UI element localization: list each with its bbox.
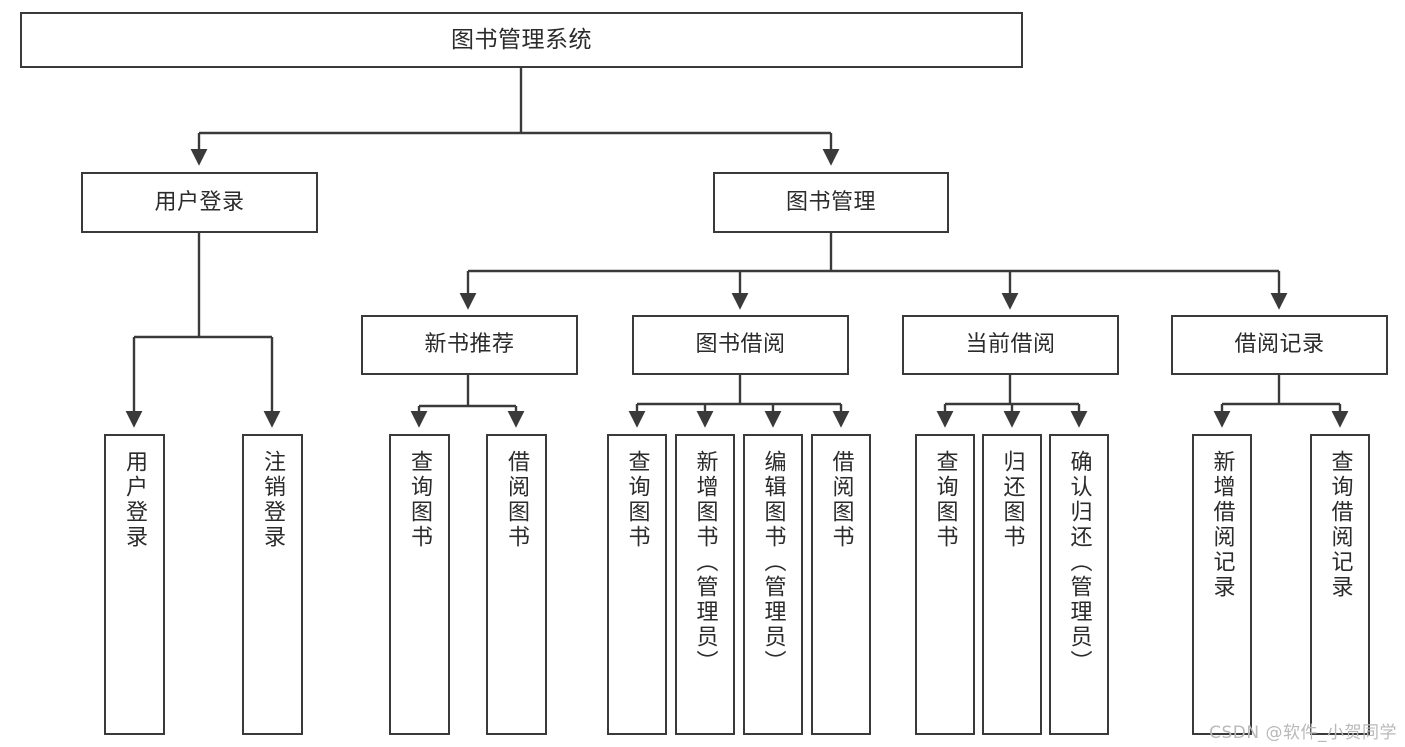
node-label: 新书推荐 [424, 332, 515, 357]
leaf-user-login[interactable]: 用户登录 [104, 434, 165, 735]
node-borrow-record[interactable]: 借阅记录 [1171, 315, 1388, 375]
node-label: 查询图书 [932, 450, 958, 550]
node-label: 借阅记录 [1234, 332, 1325, 357]
node-label: 注销登录 [260, 450, 286, 550]
node-label: 新增借阅记录 [1209, 450, 1235, 600]
leaf-current-return-book[interactable]: 归还图书 [982, 434, 1042, 735]
node-current-borrow[interactable]: 当前借阅 [902, 315, 1119, 375]
node-label: 编辑图书（管理员） [760, 450, 786, 675]
node-root-system[interactable]: 图书管理系统 [20, 12, 1023, 68]
leaf-newbook-borrow-book[interactable]: 借阅图书 [486, 434, 547, 735]
leaf-current-confirm-return-admin[interactable]: 确认归还（管理员） [1049, 434, 1109, 735]
leaf-record-query-record[interactable]: 查询借阅记录 [1310, 434, 1370, 735]
csdn-watermark: CSDN @软件_小贺同学 [1209, 723, 1397, 743]
node-user-login[interactable]: 用户登录 [81, 172, 318, 233]
leaf-borrow-edit-book-admin[interactable]: 编辑图书（管理员） [743, 434, 803, 735]
leaf-borrow-query-book[interactable]: 查询图书 [607, 434, 667, 735]
node-label: 借阅图书 [828, 450, 854, 550]
node-label: 查询图书 [407, 450, 433, 550]
node-label: 借阅图书 [504, 450, 530, 550]
leaf-borrow-add-book-admin[interactable]: 新增图书（管理员） [675, 434, 735, 735]
node-label: 查询图书 [624, 450, 650, 550]
node-book-management[interactable]: 图书管理 [713, 172, 949, 233]
node-label: 确认归还（管理员） [1066, 450, 1092, 675]
node-label: 用户登录 [122, 450, 148, 550]
node-label: 新增图书（管理员） [692, 450, 718, 675]
leaf-record-add-record[interactable]: 新增借阅记录 [1192, 434, 1252, 735]
leaf-current-query-book[interactable]: 查询图书 [915, 434, 975, 735]
node-label: 图书管理 [785, 189, 876, 215]
node-book-borrow[interactable]: 图书借阅 [632, 315, 849, 375]
node-new-book-recommend[interactable]: 新书推荐 [361, 315, 578, 375]
leaf-borrow-borrow-book[interactable]: 借阅图书 [811, 434, 871, 735]
node-label: 查询借阅记录 [1327, 450, 1353, 600]
node-label: 用户登录 [154, 189, 245, 215]
leaf-logout[interactable]: 注销登录 [242, 434, 303, 735]
node-label: 图书管理系统 [451, 26, 592, 53]
leaf-newbook-query-book[interactable]: 查询图书 [389, 434, 450, 735]
node-label: 当前借阅 [965, 332, 1056, 357]
node-label: 归还图书 [999, 450, 1025, 550]
node-label: 图书借阅 [695, 332, 786, 357]
